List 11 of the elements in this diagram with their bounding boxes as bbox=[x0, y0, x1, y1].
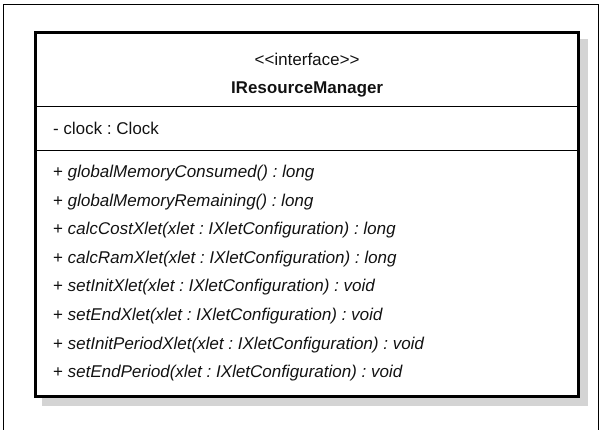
attribute-text: - clock : Clock bbox=[53, 118, 160, 140]
method-text: + setEndPeriod(xlet : IXletConfiguration) : void bbox=[53, 361, 404, 384]
method-text: + globalMemoryConsumed() : long bbox=[53, 161, 316, 183]
stereotype-label: <<interface>> bbox=[254, 49, 360, 71]
method-text: + calcRamXlet(xlet : IXletConfiguration) : long bbox=[53, 246, 398, 269]
method-text: + setEndXlet(xlet : IXletConfiguration) : void bbox=[53, 304, 384, 326]
method-text: + setInitPeriodXlet(xlet : IXletConfiguration) : void bbox=[53, 332, 426, 355]
class-name: IResourceManager bbox=[230, 77, 384, 99]
method-text: + globalMemoryRemaining() : long bbox=[53, 190, 314, 212]
method-text: + calcCostXlet(xlet : IXletConfiguration) : long bbox=[53, 218, 397, 240]
method-text: + setInitXlet(xlet : IXletConfiguration) : void bbox=[53, 275, 376, 298]
